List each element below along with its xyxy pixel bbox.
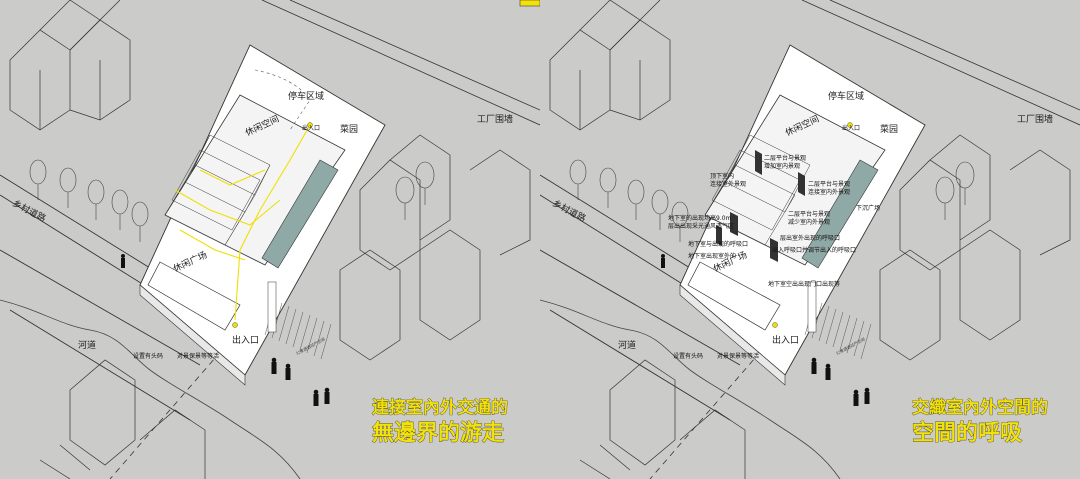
panel-circulation: 停车区域 休闲空间 菜园 工厂围墙 乡村道路 河道 出入口 出入口 休闲广场 设… [0,0,540,479]
annotation: 二层平台与景观 [764,154,806,162]
annotation: 顶下室内 [710,172,734,180]
factory-wall-lines-r [801,0,1080,126]
annotation: 出入呼吸口并调节出入的呼吸口 [772,246,856,254]
water-pool-r [801,159,879,269]
label-parking: 停车区域 [288,90,324,102]
river-edge-r [540,299,841,479]
tree-row [29,159,435,242]
label-note-right: 公景透透过产空间 [295,336,326,356]
label-dock-r: 设置有头码 [673,352,703,360]
annotation: 连接室内外景观 [808,188,850,196]
site-edge-r [679,284,786,386]
building-block-r [704,94,886,266]
plaza-strip [147,261,241,331]
water-pool [261,159,339,269]
title-line1: 連接室內外交通的 [372,397,508,418]
annotation: 地下室的出现均高9.0m [668,214,732,222]
panel-breathing: 二层平台与景观 增加室内景观 顶下室内 连接室外景观 地下室的出现均高9.0m … [540,0,1080,479]
breathing-panels [716,150,805,262]
label-parking-r: 停车区域 [828,90,864,102]
label-scenery: 对景保景等等活 [177,352,219,360]
houses-bottomleft [39,359,206,479]
annotation: 减少室内外景观 [788,218,830,226]
building-block [164,94,346,266]
label-entrance-top: 出入口 [302,124,320,132]
dashed-path-r [649,334,776,479]
label-entrance-top-r: 出入口 [842,124,860,132]
label-entrance-bottom: 出入口 [232,334,259,346]
axonometric-right: 二层平台与景观 增加室内景观 顶下室内 连接室外景观 地下室的出现均高9.0m … [540,0,1080,479]
houses-right [339,134,531,361]
houses-topleft-r [549,0,671,131]
circulation-paths [174,124,311,321]
annotation: 层出室外出现的呼吸口 [780,234,840,242]
wireframe-floors [164,134,271,246]
houses-right-r [879,134,1071,361]
hatched-area [264,299,332,360]
annotations: 二层平台与景观 增加室内景观 顶下室内 连接室外景观 地下室的出现均高9.0m … [668,154,880,288]
label-factory-wall: 工厂围墙 [477,113,513,125]
wall-panel [267,281,277,333]
parking-outline [254,69,311,131]
annotation: 层出出现采光通风透气区 [668,222,734,230]
factory-wall-lines [261,0,540,126]
wireframe-floors-r [704,134,811,246]
annotation: 下沉广场 [856,204,880,212]
annotation: 地下室出现室外的 [688,252,736,260]
wall-panel-r [807,281,817,333]
title-line1-r: 交織室內外空間的 [912,397,1048,418]
plaza-strip-r [687,261,781,331]
label-entrance-bottom-r: 出入口 [772,334,799,346]
people [121,254,330,406]
annotation: 二层平台与景观 [808,180,850,188]
people-r [661,254,870,406]
title-line2: 無邊界的游走 [372,420,504,446]
label-scenery-r: 对景保景等等活 [717,352,759,360]
label-garden-r: 菜园 [880,123,898,135]
annotation: 连接室外景观 [710,180,746,188]
dashed-path [109,334,236,479]
hatched-area-r [804,299,872,360]
label-factory-wall-r: 工厂围墙 [1017,113,1053,125]
site-edge [139,284,246,386]
houses-topleft [9,0,131,131]
tree-row-r [569,159,975,242]
annotation: 地下室空出出现门口出现等 [768,280,840,288]
label-dock: 设置有头码 [133,352,163,360]
title-line2-r: 空間的呼吸 [912,420,1023,446]
annotation: 增加室内景观 [764,162,800,170]
label-river-r: 河道 [618,339,636,351]
axonometric-left: 停车区域 休闲空间 菜园 工厂围墙 乡村道路 河道 出入口 出入口 休闲广场 设… [0,0,540,479]
houses-bottomleft-r [579,359,746,479]
river-edge [0,299,301,479]
label-garden: 菜园 [340,123,358,135]
label-note-right-r: 公景透透过产空间 [835,336,866,356]
annotation: 地下室与出现的呼吸口 [688,240,748,248]
annotation: 二层平台与景观 [788,210,830,218]
label-river: 河道 [78,339,96,351]
corner-tag [519,0,540,7]
